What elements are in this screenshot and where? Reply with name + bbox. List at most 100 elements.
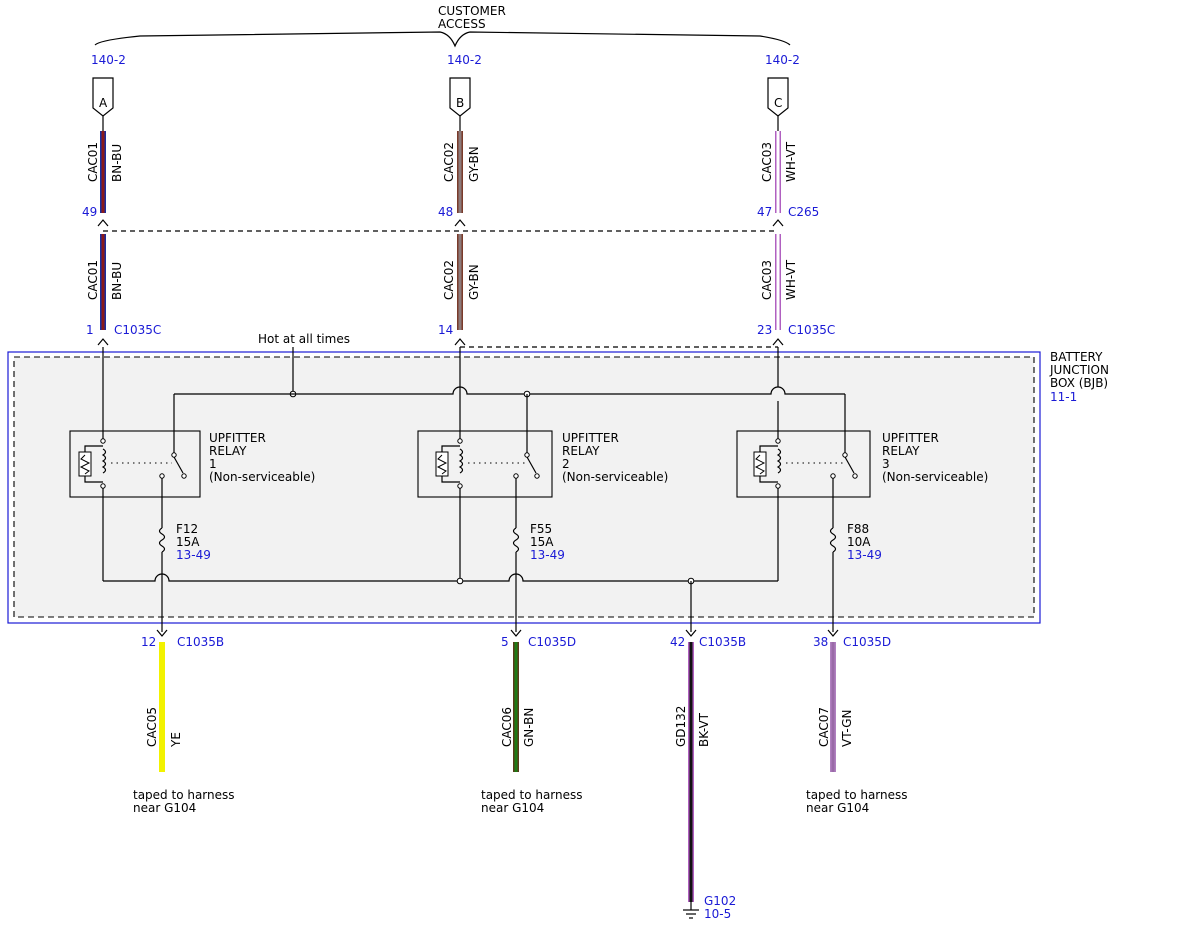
pin-5: 5 [501,635,509,649]
fuse-f12: F12 15A 13-49 [158,522,211,562]
fuse-f55: F55 15A 13-49 [512,522,565,562]
battery-junction-box: BATTERY JUNCTION BOX (BJB) 11-1 [7,350,1109,624]
fuse-f88-ref: 13-49 [847,548,882,562]
connector-a-ref: 140-2 [91,53,126,67]
bjb-label-line2: JUNCTION [1049,363,1109,377]
bottom-wire-cac06-note2: near G104 [481,801,544,815]
fuse-f12-ref: 13-49 [176,548,211,562]
bjb-internal-wiring [102,347,846,632]
relay-3-number: 3 [882,457,890,471]
relay-2-label-line1: UPFITTER [562,431,619,445]
top-connector-b: 140-2 B CAC02 GY-BN 48 [438,53,482,219]
wire-cac01-top-circuit: CAC01 [86,142,100,182]
pin-1: 1 [86,323,94,337]
fuse-f88-rating: 10A [847,535,871,549]
c265-label: C265 [788,205,819,219]
connector-a-letter: A [99,96,108,110]
top-connector-c: 140-2 C CAC03 WH-VT 47 C265 [757,53,819,219]
bottom-wire-cac06-note1: taped to harness [481,788,583,802]
bottom-wire-cac07-note2: near G104 [806,801,869,815]
bottom-wire-cac05: 12 C1035B CAC05 YE taped to harness near… [133,635,235,815]
bottom-wire-cac06-circuit: CAC06 [500,707,514,747]
c1035c-label-2: C1035C [788,323,835,337]
bottom-wire-gd132-color: BK-VT [697,712,711,747]
wire-cac01-mid-circuit: CAC01 [86,260,100,300]
relay-2-label-line2: RELAY [562,444,600,458]
pin-48: 48 [438,205,453,219]
upfitter-relay-2: UPFITTER RELAY 2 (Non-serviceable) [417,430,668,498]
wire-cac03-mid-circuit: CAC03 [760,260,774,300]
wire-cac03-top-circuit: CAC03 [760,142,774,182]
relay-2-number: 2 [562,457,570,471]
connector-b-ref: 140-2 [447,53,482,67]
mid-wire-cac03: CAC03 WH-VT 23 [757,234,798,337]
header-title-line1: CUSTOMER [438,4,506,18]
pin-12: 12 [141,635,156,649]
pin-14: 14 [438,323,453,337]
bottom-wire-cac07-circuit: CAC07 [817,707,831,747]
wire-cac03-top-color: WH-VT [784,141,798,182]
relay-3-note: (Non-serviceable) [882,470,988,484]
bottom-wire-cac07: 38 C1035D CAC07 VT-GN taped to harness n… [806,635,908,815]
c1035c-label-1: C1035C [114,323,161,337]
relay-1-label-line2: RELAY [209,444,247,458]
ground-name: G102 [704,894,736,908]
c265-connector [97,219,784,232]
relay-3-label-line1: UPFITTER [882,431,939,445]
wire-cac02-top-circuit: CAC02 [442,142,456,182]
bottom-connector-arrows [156,629,839,637]
bottom-wire-cac05-circuit: CAC05 [145,707,159,747]
mid-wire-cac02: CAC02 GY-BN 14 [438,234,481,337]
relay-1-note: (Non-serviceable) [209,470,315,484]
pin-38: 38 [813,635,828,649]
bjb-label-line1: BATTERY [1050,350,1103,364]
bjb-ref: 11-1 [1050,390,1077,404]
bottom-wire-cac07-color: VT-GN [840,710,854,747]
connector-b-letter: B [456,96,464,110]
fuse-f88: F88 10A 13-49 [829,522,882,562]
fuse-f12-rating: 15A [176,535,200,549]
pin-42: 42 [670,635,685,649]
upfitter-relay-3: UPFITTER RELAY 3 (Non-serviceable) [736,430,988,498]
fuse-f12-name: F12 [176,522,198,536]
fuse-f55-rating: 15A [530,535,554,549]
pin-23: 23 [757,323,772,337]
bottom-wire-gd132-connector: C1035B [699,635,746,649]
connector-c-ref: 140-2 [765,53,800,67]
wire-cac02-top-color: GY-BN [467,146,481,182]
bottom-wire-cac06: 5 C1035D CAC06 GN-BN taped to harness ne… [481,635,583,815]
wire-cac03-mid-color: WH-VT [784,259,798,300]
bottom-wire-cac05-note2: near G104 [133,801,196,815]
bottom-wire-cac07-connector: C1035D [843,635,891,649]
wire-cac01-top-color: BN-BU [110,144,124,182]
hot-at-all-times-label: Hot at all times [258,332,350,346]
bottom-wire-cac05-color: YE [169,732,183,748]
fuse-f88-name: F88 [847,522,869,536]
relay-2-note: (Non-serviceable) [562,470,668,484]
pin-49: 49 [82,205,97,219]
header-title-line2: ACCESS [438,17,486,31]
relay-1-number: 1 [209,457,217,471]
pin-47: 47 [757,205,772,219]
customer-access-bracket: CUSTOMER ACCESS [94,4,791,48]
bottom-wire-gd132-circuit: GD132 [674,706,688,747]
wire-cac02-mid-circuit: CAC02 [442,260,456,300]
bottom-wire-cac06-color: GN-BN [522,708,536,747]
bottom-wire-gd132: 42 C1035B GD132 BK-VT [670,635,746,902]
wire-cac01-mid-color: BN-BU [110,262,124,300]
relay-1-label-line1: UPFITTER [209,431,266,445]
fuse-f55-ref: 13-49 [530,548,565,562]
wire-cac02-mid-color: GY-BN [467,264,481,300]
relay-3-label-line2: RELAY [882,444,920,458]
bottom-wire-cac05-connector: C1035B [177,635,224,649]
c1035c-connector [97,338,784,348]
fuse-f55-name: F55 [530,522,552,536]
bottom-wire-cac06-connector: C1035D [528,635,576,649]
top-connector-a: 140-2 A CAC01 BN-BU 49 [82,53,126,219]
connector-c-letter: C [774,96,782,110]
bjb-label-line3: BOX (BJB) [1050,376,1108,390]
mid-wire-cac01: CAC01 BN-BU 1 [86,234,124,337]
bottom-wire-cac07-note1: taped to harness [806,788,908,802]
ground-g102: G102 10-5 [683,894,736,921]
